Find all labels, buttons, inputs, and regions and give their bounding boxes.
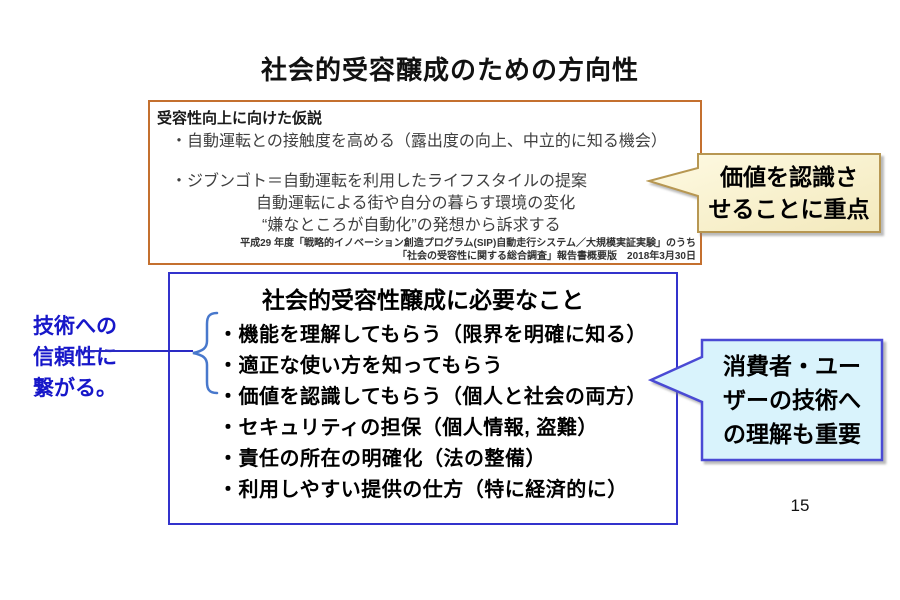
consumer-callout-text: 消費者・ユー ザーの技術へ の理解も重要 [702,349,882,451]
hypothesis-bullet-jibungoto: ・ジブンゴト＝自動運転を利用したライフスタイルの提案 [171,173,588,190]
page-title: 社会的受容醸成のための方向性 [260,55,639,85]
trust-note-line2: 信頼性に [33,346,117,369]
necessary-bullet-function: ・機能を理解してもらう（限界を明確に知る） [218,324,647,346]
hypothesis-bullet-jibungoto-line2: 自動運転による街や自分の暮らす環境の変化 [256,195,576,212]
hypothesis-bullet-jibungoto-line3: “嫌なところが自動化”の発想から訴求する [262,217,561,234]
value-callout-text: 価値を認識さ せることに重点 [698,161,880,225]
page-number: 15 [790,496,810,515]
necessary-bullet-security: ・セキュリティの担保（個人情報, 盗難） [218,417,598,439]
source-citation-line2: 「社会の受容性に関する総合調査」報告書概要版 2018年3月30日 [397,251,696,262]
consumer-callout-line1: 消費者・ユー [723,353,861,379]
trust-note: 技術への 信頼性に 繋がる。 [33,311,163,404]
necessary-things-box: 社会的受容性醸成に必要なこと ・機能を理解してもらう（限界を明確に知る） ・適正… [168,272,678,525]
value-callout-line1: 価値を認識さ [720,164,858,190]
trust-note-line3: 繋がる。 [33,377,117,400]
necessary-bullet-responsibility: ・責任の所在の明確化（法の整備） [218,448,546,470]
hypothesis-bullet-contact: ・自動運転との接触度を高める（露出度の向上、中立的に知る機会） [171,133,667,150]
consumer-callout-line3: の理解も重要 [723,421,861,447]
consumer-callout-line2: ザーの技術へ [723,387,861,413]
hypothesis-heading: 受容性向上に向けた仮説 [157,110,323,127]
consumer-understanding-callout: 消費者・ユー ザーの技術へ の理解も重要 [648,338,886,464]
connector-line [86,350,193,352]
necessary-bullet-value: ・価値を認識してもらう（個人と社会の両方） [218,386,647,408]
hypothesis-box: 受容性向上に向けた仮説 ・自動運転との接触度を高める（露出度の向上、中立的に知る… [148,100,702,265]
left-curly-brace-shape [192,311,219,395]
value-callout-line2: せることに重点 [708,196,870,222]
speech-bubble-left-pointer-shape [648,338,884,462]
source-citation-line1: 平成29 年度「戦略的イノベーション創造プログラム(SIP)自動走行システム／大… [240,238,696,249]
speech-bubble-left-pointer-shape [646,153,881,233]
necessary-box-heading: 社会的受容性醸成に必要なこと [262,287,584,313]
trust-note-line1: 技術への [33,315,117,338]
necessary-bullet-proper-use: ・適正な使い方を知ってもらう [218,355,503,377]
necessary-bullet-accessibility: ・利用しやすい提供の仕方（特に経済的に） [218,479,628,501]
value-emphasis-callout: 価値を認識さ せることに重点 [646,152,884,236]
